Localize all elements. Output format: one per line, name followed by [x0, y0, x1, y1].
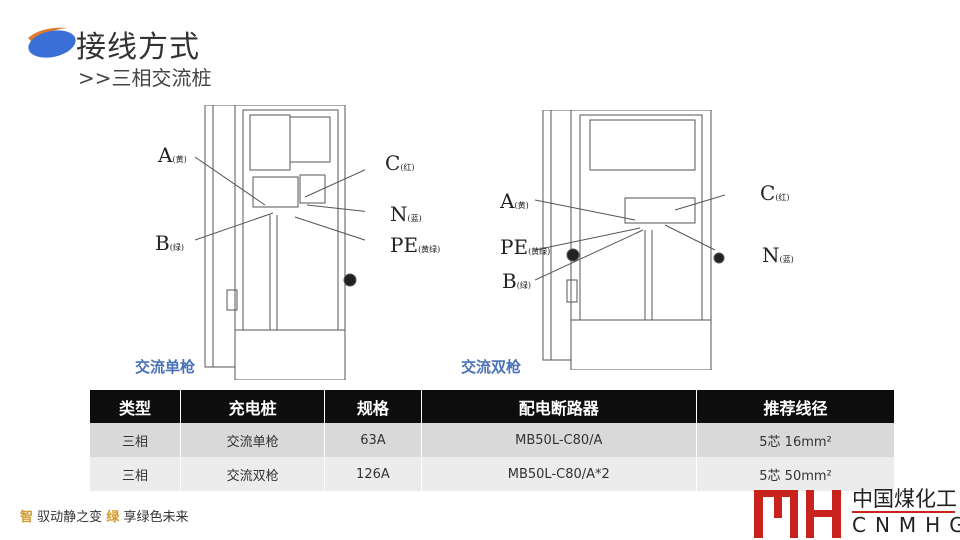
cell: 63A: [324, 423, 422, 457]
cell: 三相: [90, 423, 181, 457]
label-c-dual: C(红): [760, 181, 790, 205]
header-spec: 规格: [324, 390, 422, 423]
header-wire: 推荐线径: [696, 390, 895, 423]
company-logo-mark: [754, 490, 841, 538]
label-n: N(蓝): [390, 202, 422, 226]
label-pe: PE(黄绿): [390, 233, 441, 257]
page-title: 接线方式: [76, 30, 200, 65]
cell: 5芯 50mm²: [696, 457, 895, 491]
cell: 5芯 16mm²: [696, 423, 895, 457]
slogan-icon: 绿: [106, 510, 120, 525]
label-b: B(绿): [155, 231, 184, 255]
label-c: C(红): [385, 151, 415, 175]
company-name-cn: 中国煤化工: [852, 487, 957, 511]
header-breaker: 配电断路器: [421, 390, 698, 423]
cell: 交流双枪: [180, 457, 326, 491]
caption-single-gun: 交流单枪: [135, 358, 196, 376]
slogan-text-1: 驭动静之变: [37, 510, 103, 525]
cell: 三相: [90, 457, 181, 491]
footer-slogan: 智 驭动静之变 绿 享绿色未来: [20, 506, 188, 525]
company-name-en: CNMHG: [852, 513, 960, 537]
slogan-text-2: 享绿色未来: [123, 510, 189, 525]
header-charger: 充电桩: [180, 390, 326, 423]
label-a: A(黄): [158, 143, 187, 167]
table-row: 三相 交流双枪 126A MB50L-C80/A*2 5芯 50mm²: [90, 457, 895, 491]
label-b-dual: B(绿): [502, 269, 531, 293]
table-header-row: 类型 充电桩 规格 配电断路器 推荐线径: [90, 390, 895, 423]
table-row: 三相 交流单枪 63A MB50L-C80/A 5芯 16mm²: [90, 423, 895, 457]
caption-dual-gun: 交流双枪: [461, 358, 522, 376]
cell: MB50L-C80/A: [421, 423, 698, 457]
logo-divider: [852, 511, 955, 513]
single-gun-cabinet-diagram: [195, 105, 365, 380]
slogan-icon: 智: [20, 510, 34, 525]
spec-table: 类型 充电桩 规格 配电断路器 推荐线径 三相 交流单枪 63A MB50L-C…: [90, 390, 895, 491]
label-pe-dual: PE(黄绿): [500, 235, 551, 259]
header-type: 类型: [90, 390, 181, 423]
cell: 交流单枪: [180, 423, 326, 457]
label-a-dual: A(黄): [500, 189, 529, 213]
dual-gun-cabinet-diagram: [535, 110, 725, 370]
page-subtitle: >>三相交流桩: [78, 66, 212, 90]
cell: MB50L-C80/A*2: [421, 457, 698, 491]
title-logo-icon: [28, 27, 76, 58]
label-n-dual: N(蓝): [762, 243, 794, 267]
cell: 126A: [324, 457, 422, 491]
